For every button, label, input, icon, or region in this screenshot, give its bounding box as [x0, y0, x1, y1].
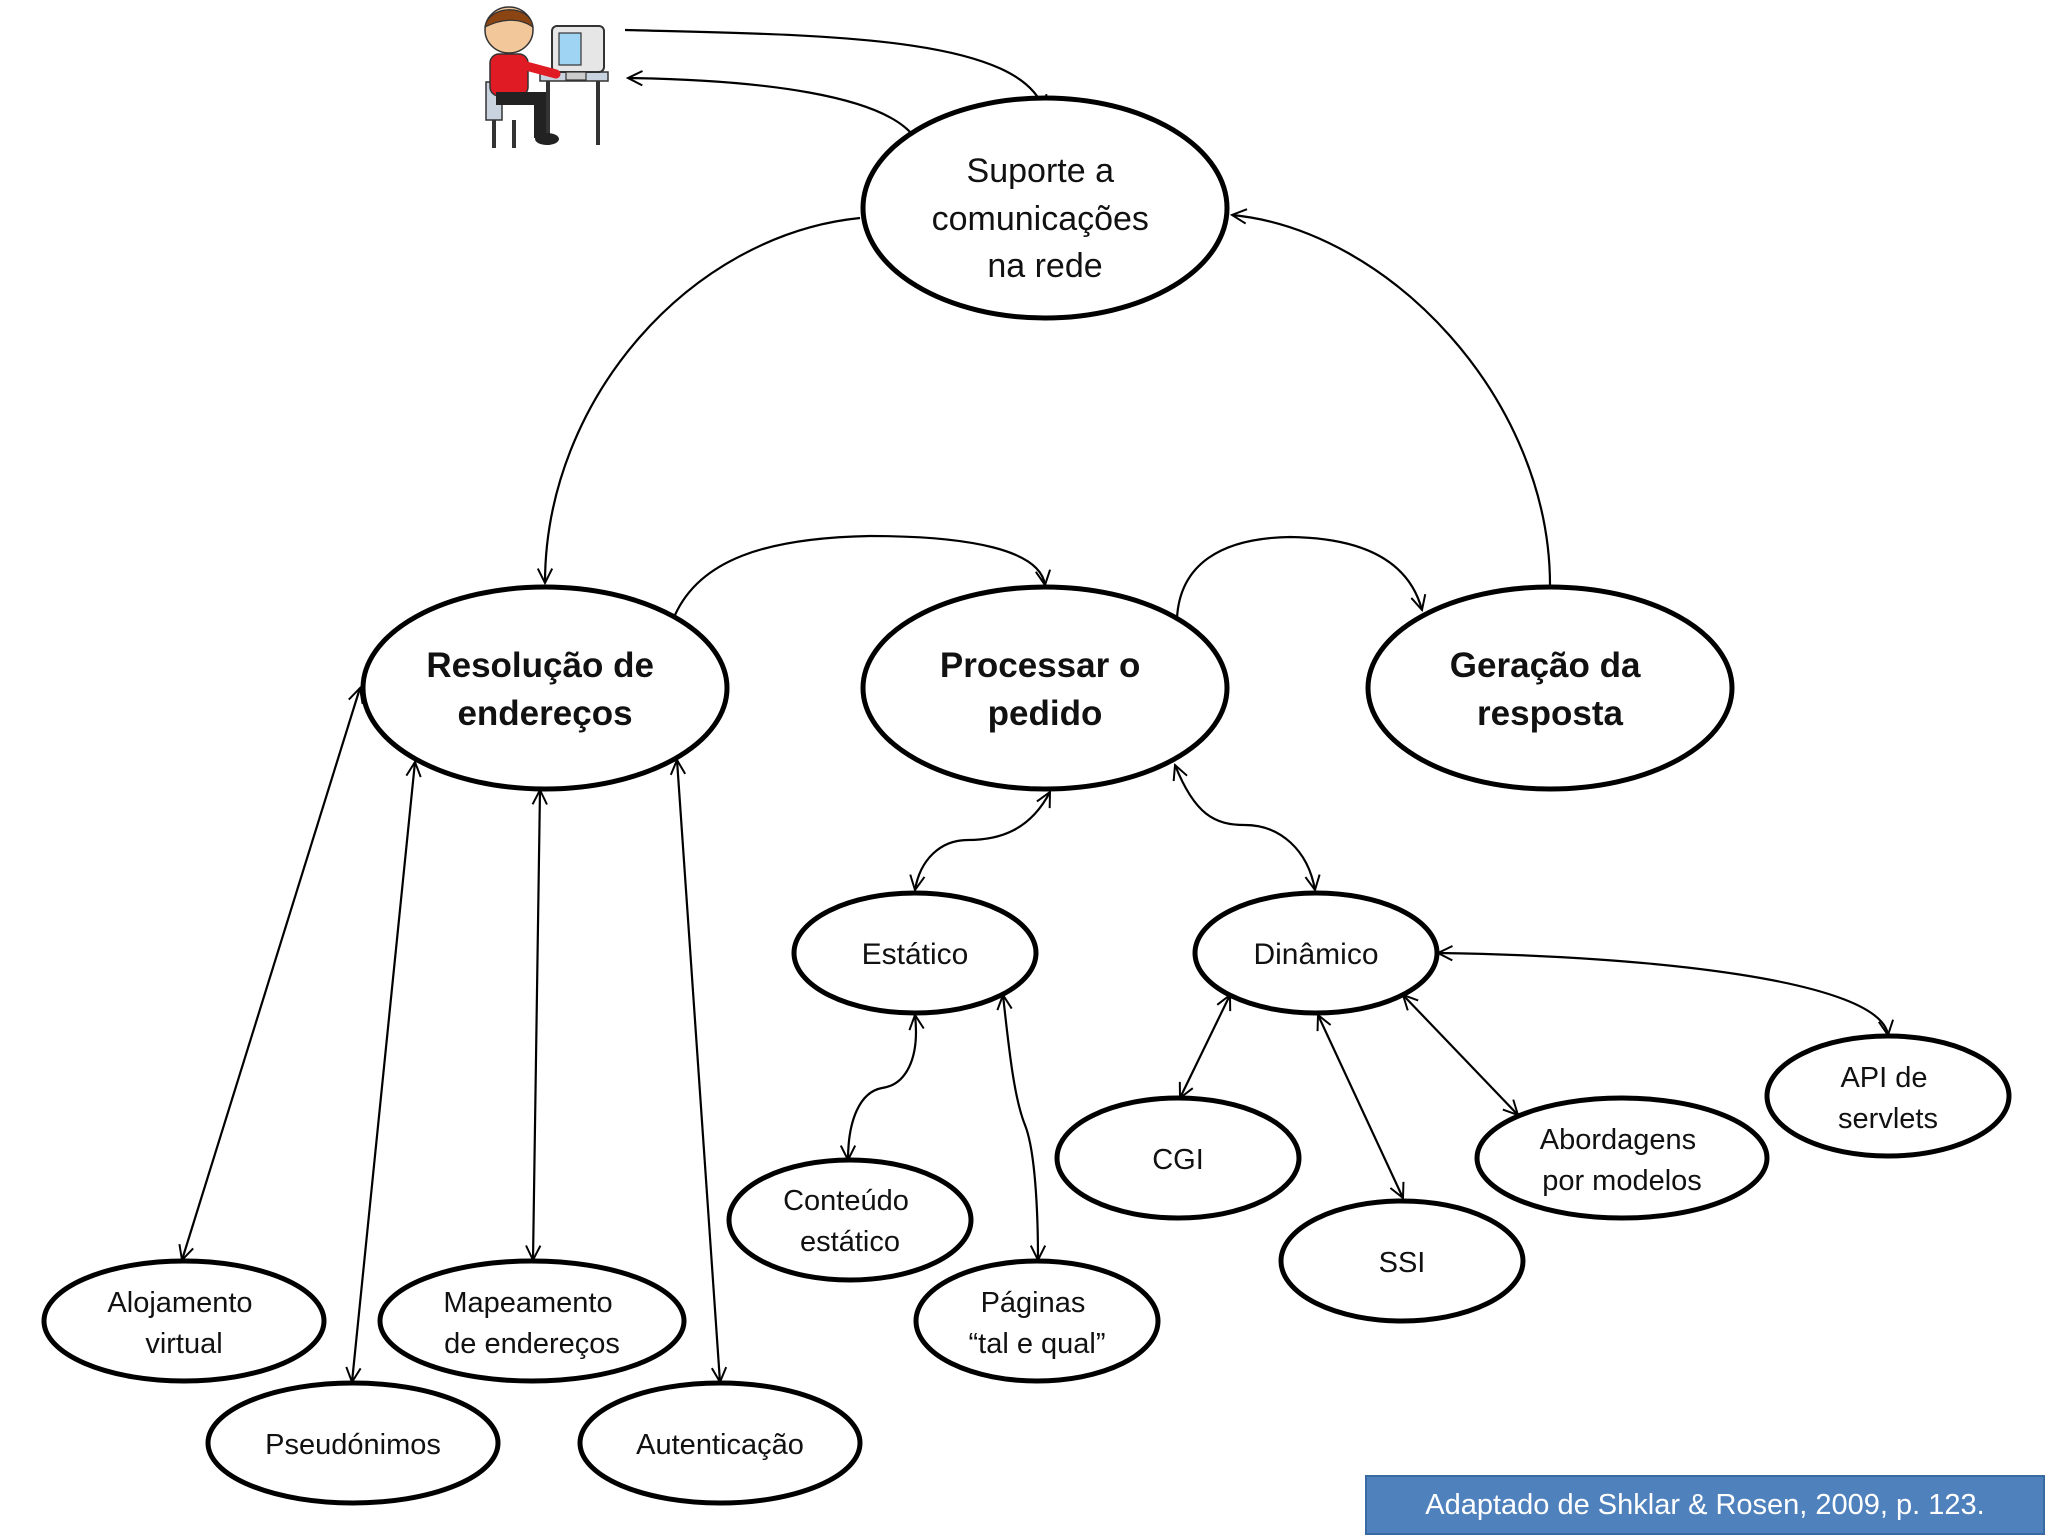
node-ssi: SSI	[1278, 1198, 1526, 1324]
edge-dinamico-abordagens	[1403, 995, 1518, 1115]
edge-resolucao-mapeamento	[533, 790, 540, 1260]
edge-processar-to-geracao	[1175, 535, 1422, 619]
svg-text:Suporte a comunicações: Suporte a comunicações na rede	[932, 152, 1159, 285]
edge-dinamico-ssi	[1318, 1015, 1403, 1198]
node-autenticacao: Autenticação	[577, 1380, 863, 1506]
edge-processar-dinamico	[1175, 765, 1315, 890]
svg-text:Abordagens por modelos: Abordagens por modelos	[1540, 1124, 1704, 1197]
node-pseudonimos: Pseudónimos	[205, 1380, 501, 1506]
svg-text:Resolução de endereços: Resolução de endereços	[426, 646, 663, 733]
node-conteudo-estatico: Conteúdo estático	[726, 1157, 974, 1283]
svg-text:Dinâmico: Dinâmico	[1253, 938, 1378, 971]
node-api-de-servlets: API de servlets	[1764, 1033, 2012, 1159]
svg-text:Mapeamento de endereços: Mapeamento de endereços	[443, 1287, 620, 1360]
edge-dinamico-cgi	[1180, 995, 1230, 1098]
svg-text:SSI: SSI	[1379, 1247, 1426, 1279]
svg-text:Geração da resposta: Geração da resposta	[1450, 646, 1650, 733]
edge-resolucao-alojamento	[182, 688, 360, 1260]
edge-comunicacoes-to-resolucao	[545, 216, 861, 583]
node-dinamico: Dinâmico	[1192, 890, 1440, 1016]
node-paginas-tal-e-qual: Páginas “tal e qual”	[913, 1258, 1161, 1384]
svg-text:Alojamento virtual: Alojamento virtual	[107, 1287, 260, 1360]
edge-resolucao-autenticacao	[677, 760, 720, 1382]
edge-geracao-to-comunicacoes	[1232, 215, 1552, 586]
svg-text:Páginas “tal e qual”: Páginas “tal e qual”	[968, 1287, 1105, 1360]
node-cgi: CGI	[1054, 1095, 1302, 1221]
edge-comunicacoes-to-user	[628, 78, 916, 139]
node-resolucao-de-enderecos: Resolução de endereços	[360, 584, 730, 792]
edge-resolucao-to-processar	[673, 534, 1045, 616]
edge-dinamico-api	[1438, 953, 1888, 1035]
svg-text:Conteúdo estático: Conteúdo estático	[783, 1185, 917, 1258]
edge-processar-estatico	[915, 792, 1050, 890]
svg-text:API de servlets: API de servlets	[1838, 1062, 1938, 1135]
svg-text:Estático: Estático	[862, 938, 969, 971]
edge-resolucao-pseudonimos	[352, 762, 415, 1382]
node-processar-o-pedido: Processar o pedido	[860, 584, 1230, 792]
edge-estatico-paginas	[1003, 995, 1038, 1260]
citation-box: Adaptado de Shklar & Rosen, 2009, p. 123…	[1365, 1475, 2045, 1535]
connectors	[182, 28, 1888, 1382]
node-abordagens-por-modelos: Abordagens por modelos	[1474, 1095, 1770, 1221]
svg-text:Pseudónimos: Pseudónimos	[265, 1429, 441, 1461]
node-estatico: Estático	[791, 890, 1039, 1016]
node-alojamento-virtual: Alojamento virtual	[41, 1258, 327, 1384]
user-at-computer-icon	[484, 6, 609, 148]
node-geracao-da-resposta: Geração da resposta	[1365, 584, 1735, 792]
edge-user-to-comunicacoes	[624, 28, 1044, 110]
edge-estatico-conteudo	[848, 1015, 916, 1160]
node-comunicacoes: Suporte a comunicações na rede	[860, 95, 1230, 321]
node-mapeamento-de-enderecos: Mapeamento de endereços	[377, 1258, 687, 1384]
svg-text:CGI: CGI	[1152, 1144, 1204, 1176]
svg-text:Processar o pedido: Processar o pedido	[940, 646, 1150, 733]
svg-text:Autenticação: Autenticação	[636, 1429, 804, 1461]
